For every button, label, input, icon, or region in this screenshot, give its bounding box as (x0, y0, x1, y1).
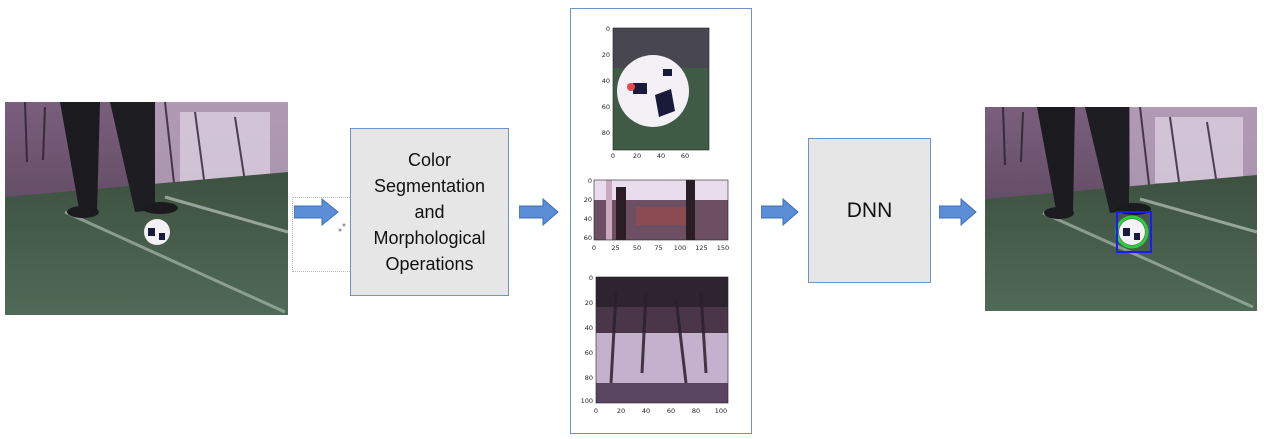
crop-2-x-tick: 125 (695, 244, 707, 252)
crop-3-y-tick: 60 (585, 349, 593, 357)
crop-2-x-tick: 75 (654, 244, 662, 252)
crop-3-x-tick: 40 (642, 407, 650, 415)
crop-plot-2: 0 20 40 60 0 25 50 75 100 125 150 (584, 177, 729, 252)
crop-1-y-tick: 40 (602, 77, 610, 85)
crop-3-x-tick: 20 (617, 407, 625, 415)
color-segmentation-label: Color Segmentation and Morphological Ope… (373, 150, 486, 274)
crop-3-y-tick: 80 (585, 374, 593, 382)
crop-1-x-tick: 40 (657, 152, 665, 160)
crop-2-x-tick: 150 (717, 244, 729, 252)
crop-plot-1: 0 20 40 60 80 0 20 40 60 (602, 25, 710, 160)
crop-3-y-ticks: 0 20 40 60 80 100 (581, 274, 593, 405)
crop-3-x-tick: 60 (667, 407, 675, 415)
flow-arrow-3 (761, 198, 799, 226)
dnn-label: DNN (846, 198, 893, 222)
crop-3-y-tick: 100 (581, 397, 593, 405)
crop-2-x-ticks: 0 25 50 75 100 125 150 (592, 244, 729, 252)
crop-2-y-tick: 20 (584, 196, 592, 204)
crop-2-x-tick: 100 (674, 244, 686, 252)
crop-2-x-tick: 25 (611, 244, 619, 252)
crop-1-x-ticks: 0 20 40 60 (611, 152, 689, 160)
crop-3-x-tick: 80 (692, 407, 700, 415)
crop-1-y-tick: 0 (606, 25, 610, 33)
flow-arrow-4 (939, 198, 977, 226)
crop-3-y-tick: 20 (585, 299, 593, 307)
crop-plot-3: 0 20 40 60 80 100 0 20 40 60 80 100 (581, 274, 729, 415)
crop-2-y-tick: 0 (588, 177, 592, 185)
input-camera-frame (5, 102, 288, 315)
dots-ellipsis-icon (338, 223, 346, 232)
crop-3-x-tick: 100 (715, 407, 727, 415)
crop-2-y-ticks: 0 20 40 60 (584, 177, 592, 242)
crop-2-x-tick: 50 (633, 244, 641, 252)
flow-arrow-1 (294, 198, 339, 226)
crop-2-x-tick: 0 (592, 244, 596, 252)
dotted-crop-frame (292, 197, 350, 272)
color-segmentation-box: Color Segmentation and Morphological Ope… (350, 128, 509, 296)
crop-2-y-tick: 40 (584, 215, 592, 223)
crop-1-x-tick: 20 (633, 152, 641, 160)
crop-3-x-ticks: 0 20 40 60 80 100 (594, 407, 727, 415)
crop-1-y-ticks: 0 20 40 60 80 (602, 25, 610, 137)
crop-1-y-tick: 20 (602, 51, 610, 59)
crop-2-y-tick: 60 (584, 234, 592, 242)
crop-3-y-tick: 40 (585, 324, 593, 332)
crop-1-y-tick: 80 (602, 129, 610, 137)
flow-arrow-2 (519, 198, 559, 226)
output-detection-frame (985, 107, 1257, 311)
dnn-box: DNN (808, 138, 931, 283)
crop-1-x-tick: 60 (681, 152, 689, 160)
detection-bounding-box (1116, 211, 1152, 253)
crop-3-x-tick: 0 (594, 407, 598, 415)
candidate-crops-panel: 0 20 40 60 80 0 20 40 60 0 20 40 60 0 25 (570, 8, 752, 434)
crop-1-x-tick: 0 (611, 152, 615, 160)
crop-1-y-tick: 60 (602, 103, 610, 111)
crop-3-y-tick: 0 (589, 274, 593, 282)
